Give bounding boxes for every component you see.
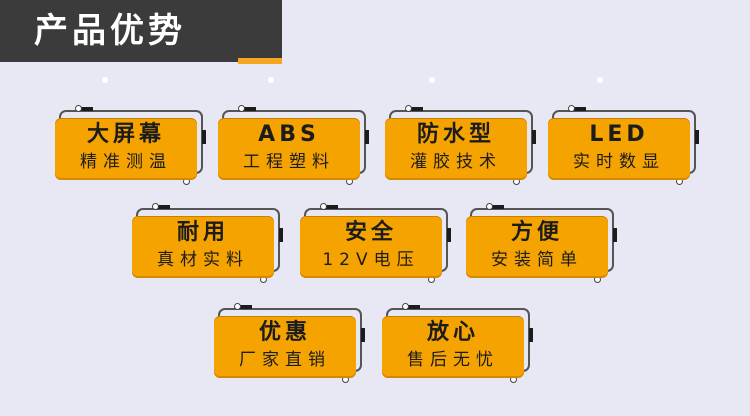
badge-plate xyxy=(55,118,197,180)
badge-title: 防水型 xyxy=(416,122,495,147)
badge-title: 大屏幕 xyxy=(86,122,165,147)
page-title: 产品优势 xyxy=(34,11,186,51)
badge-plate xyxy=(132,216,274,278)
badge-bar xyxy=(613,228,617,242)
badge-pin xyxy=(405,105,412,112)
badge-pin xyxy=(402,303,409,310)
badge-dash xyxy=(570,107,586,111)
feature-badge-led: LED 实时数显 xyxy=(548,105,699,185)
badge-title: 安全 xyxy=(344,220,397,245)
decor-dot xyxy=(597,77,603,83)
badge-plate xyxy=(214,316,356,378)
badge-plate xyxy=(548,118,690,180)
badge-pin xyxy=(320,203,327,210)
badge-dash xyxy=(236,305,252,309)
decor-dot xyxy=(102,77,108,83)
badge-plate xyxy=(385,118,527,180)
badge-subtitle: 12V电压 xyxy=(322,250,420,270)
badge-plate xyxy=(382,316,524,378)
title-banner: 产品优势 xyxy=(0,0,282,62)
badge-subtitle: 灌胶技术 xyxy=(410,152,502,172)
feature-badge-convenient: 方便 安装简单 xyxy=(466,203,617,283)
badge-subtitle: 实时数显 xyxy=(573,152,665,172)
feature-badge-safe: 安全 12V电压 xyxy=(300,203,451,283)
badge-bar xyxy=(695,130,699,144)
badge-dash xyxy=(77,107,93,111)
feature-badge-durable: 耐用 真材实料 xyxy=(132,203,283,283)
badge-bar xyxy=(361,328,365,342)
badge-subtitle: 真材实料 xyxy=(157,250,249,270)
badge-dash xyxy=(488,205,504,209)
badge-dash xyxy=(154,205,170,209)
badge-pin xyxy=(238,105,245,112)
badge-dash xyxy=(322,205,338,209)
badge-bar xyxy=(447,228,451,242)
badge-subtitle: 售后无忧 xyxy=(407,350,499,370)
badge-title: 耐用 xyxy=(176,220,229,245)
banner-accent-bar xyxy=(238,58,282,64)
badge-dash xyxy=(407,107,423,111)
badge-bar xyxy=(202,130,206,144)
badge-title: 方便 xyxy=(510,220,563,245)
badge-bar xyxy=(365,130,369,144)
badge-title: ABS xyxy=(258,122,320,147)
decor-dot xyxy=(429,77,435,83)
badge-title: LED xyxy=(589,122,649,147)
badge-dash xyxy=(240,107,256,111)
badge-pin xyxy=(75,105,82,112)
badge-subtitle: 工程塑料 xyxy=(243,152,335,172)
badge-pin xyxy=(568,105,575,112)
feature-badge-abs: ABS 工程塑料 xyxy=(218,105,369,185)
badge-pin xyxy=(486,203,493,210)
badge-plate xyxy=(466,216,608,278)
badge-subtitle: 安装简单 xyxy=(491,250,583,270)
badge-bar xyxy=(279,228,283,242)
feature-badge-discount: 优惠 厂家直销 xyxy=(214,303,365,383)
feature-badge-waterproof: 防水型 灌胶技术 xyxy=(385,105,536,185)
badge-title: 优惠 xyxy=(258,320,311,345)
badge-pin xyxy=(234,303,241,310)
badge-subtitle: 厂家直销 xyxy=(239,350,331,370)
decor-dot xyxy=(268,77,274,83)
badge-pin xyxy=(152,203,159,210)
feature-badge-big-screen: 大屏幕 精准测温 xyxy=(55,105,206,185)
badge-dash xyxy=(404,305,420,309)
feature-badge-assurance: 放心 售后无忧 xyxy=(382,303,533,383)
badge-plate xyxy=(218,118,360,180)
badge-bar xyxy=(529,328,533,342)
badge-title: 放心 xyxy=(426,320,479,345)
badge-bar xyxy=(532,130,536,144)
badge-subtitle: 精准测温 xyxy=(80,152,172,172)
badge-plate xyxy=(300,216,442,278)
